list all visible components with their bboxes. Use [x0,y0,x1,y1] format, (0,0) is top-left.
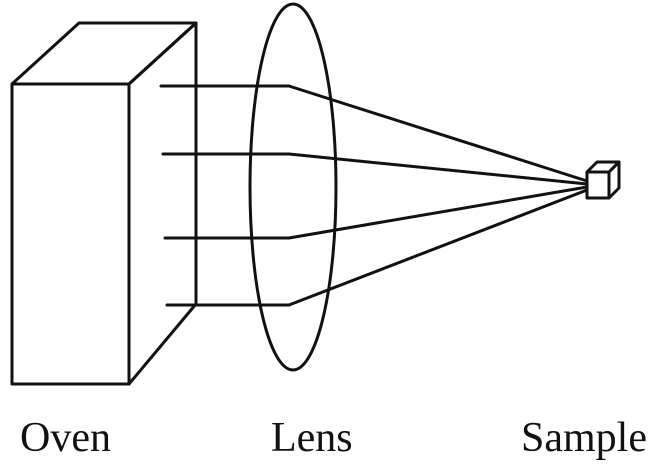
sample-label: Sample [521,415,647,461]
oven-box [10,21,198,386]
oven-front-face [10,82,131,386]
beam-1-focused [287,84,589,183]
lens-label: Lens [271,415,353,461]
beam-2-focused [287,152,589,186]
oven-top-face [10,21,198,86]
oven-side-face [127,21,198,386]
sample-side-face [607,160,621,200]
focused-beams [287,84,589,307]
beam-3-focused [287,185,589,240]
sample-cube [585,160,621,200]
lens [248,2,338,372]
oven-label: Oven [20,415,111,461]
incoming-beams [159,84,291,307]
beam-4-focused [287,188,589,307]
sample-front-face [585,170,611,200]
